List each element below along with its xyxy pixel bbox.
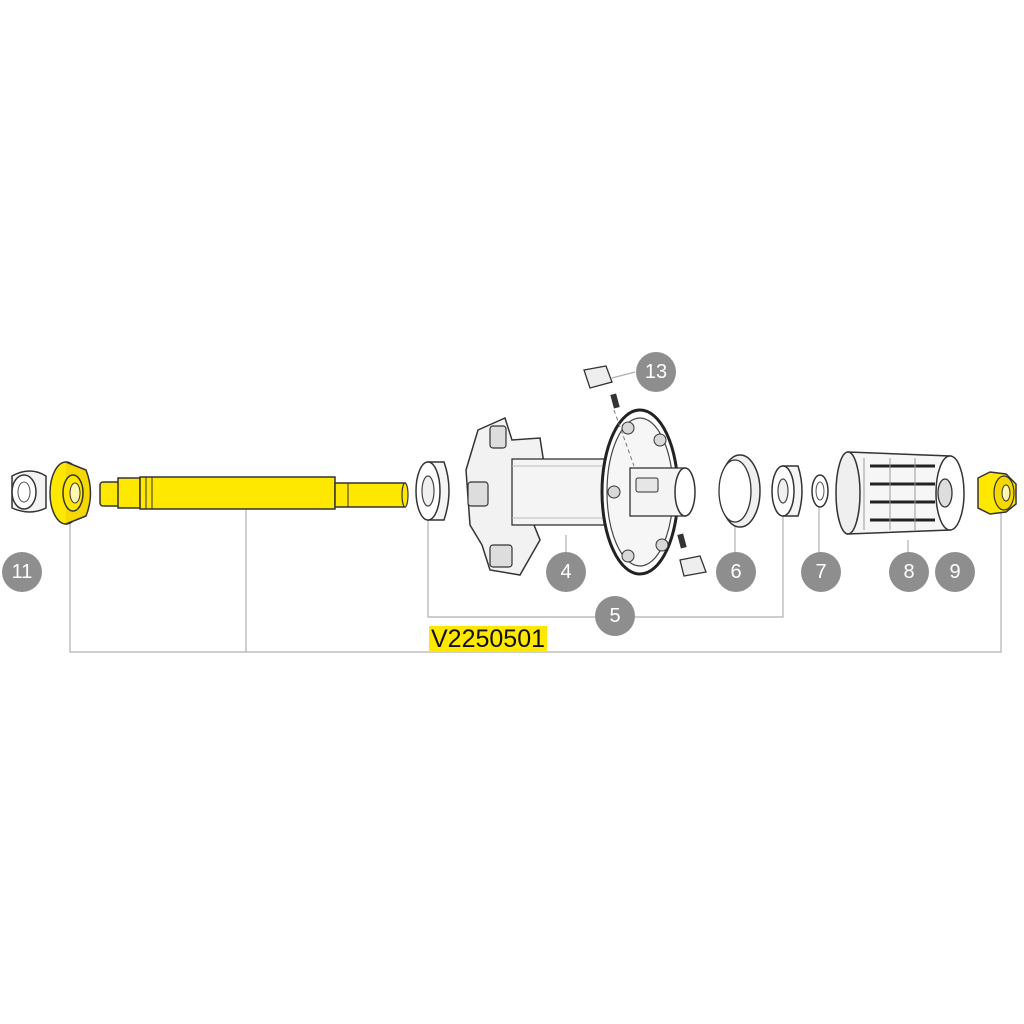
leader-lines — [69, 371, 1002, 653]
callout-9: 9 — [935, 552, 975, 592]
hub-body-part-4 — [465, 408, 696, 576]
flanged-end-cap — [49, 461, 92, 525]
callout-13: 13 — [636, 352, 676, 392]
right-bearing — [771, 465, 803, 517]
callout-11: 11 — [2, 552, 42, 592]
callout-6: 6 — [716, 552, 756, 592]
right-end-cap — [977, 471, 1017, 515]
callout-5: 5 — [595, 596, 635, 636]
axle — [99, 476, 409, 510]
part-number-label: V2250501 — [429, 624, 548, 653]
callout-8: 8 — [889, 552, 929, 592]
callout-7: 7 — [801, 552, 841, 592]
seal-ring-part-6 — [718, 454, 761, 528]
pawl-and-spring-part-13 — [583, 365, 707, 577]
callout-4: 4 — [546, 552, 586, 592]
washer-part-7 — [811, 474, 829, 508]
left-bearing — [415, 461, 450, 521]
freehub-body-part-8 — [835, 451, 965, 535]
end-cap-part-11 — [11, 470, 47, 513]
